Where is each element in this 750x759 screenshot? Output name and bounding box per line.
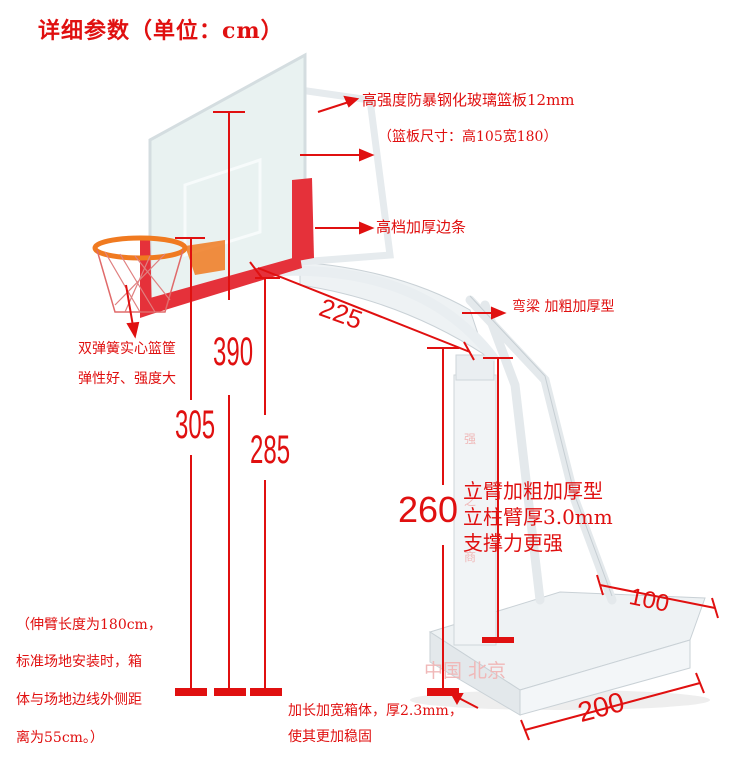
base-watermark: 中国 北京 (424, 660, 507, 682)
boom-arm (259, 261, 499, 364)
main-pole (453, 354, 497, 646)
rear-support-frame (465, 295, 617, 605)
arm-label-line2: 立柱臂厚3.0mm (463, 505, 613, 529)
dimension-ground-marks (175, 637, 514, 696)
base-label-line1: 加长加宽箱体，厚2.3mm， (288, 703, 463, 719)
dimension-285: 285 (250, 428, 291, 472)
edge-strip-label: 高档加厚边条 (376, 218, 467, 236)
hoop-label-line2: 弹性好、强度大 (78, 371, 176, 387)
pole-watermark-2: 之 (464, 494, 477, 508)
backboard-size-label: （篮板尺寸：高105宽180） (378, 129, 558, 145)
note-line4: 离为55cm。） (16, 730, 104, 746)
base-label-line2: 使其更加稳固 (288, 729, 372, 745)
hoop-label-line1: 双弹簧实心篮筐 (78, 341, 176, 357)
arm-label-line1: 立臂加粗加厚型 (463, 479, 603, 503)
dimension-lines (175, 111, 513, 692)
dimension-390: 390 (213, 330, 254, 374)
backboard-label: 高强度防暴钢化玻璃篮板12mm (362, 91, 575, 109)
pole-watermark-1: 强 (464, 432, 477, 446)
arm-label-line3: 支撑力更强 (463, 531, 563, 555)
basketball-hoop (92, 235, 225, 313)
base-dimension-lines (520, 574, 719, 741)
page-title: 详细参数（单位：cm） (38, 18, 284, 44)
note-line2: 标准场地安装时，箱 (16, 654, 142, 670)
pole-watermark-3: 商 (464, 550, 477, 564)
boom-length-line (249, 261, 475, 361)
board-mount-frame (299, 86, 394, 266)
dimension-260: 260 (398, 489, 459, 530)
note-line1: （伸臂长度为180cm， (16, 617, 162, 633)
pointer-arrows (125, 95, 507, 709)
boom-label: 弯梁 加粗加厚型 (512, 299, 615, 315)
dimension-305: 305 (175, 403, 216, 447)
note-line3: 体与场地边线外侧距 (16, 692, 142, 708)
